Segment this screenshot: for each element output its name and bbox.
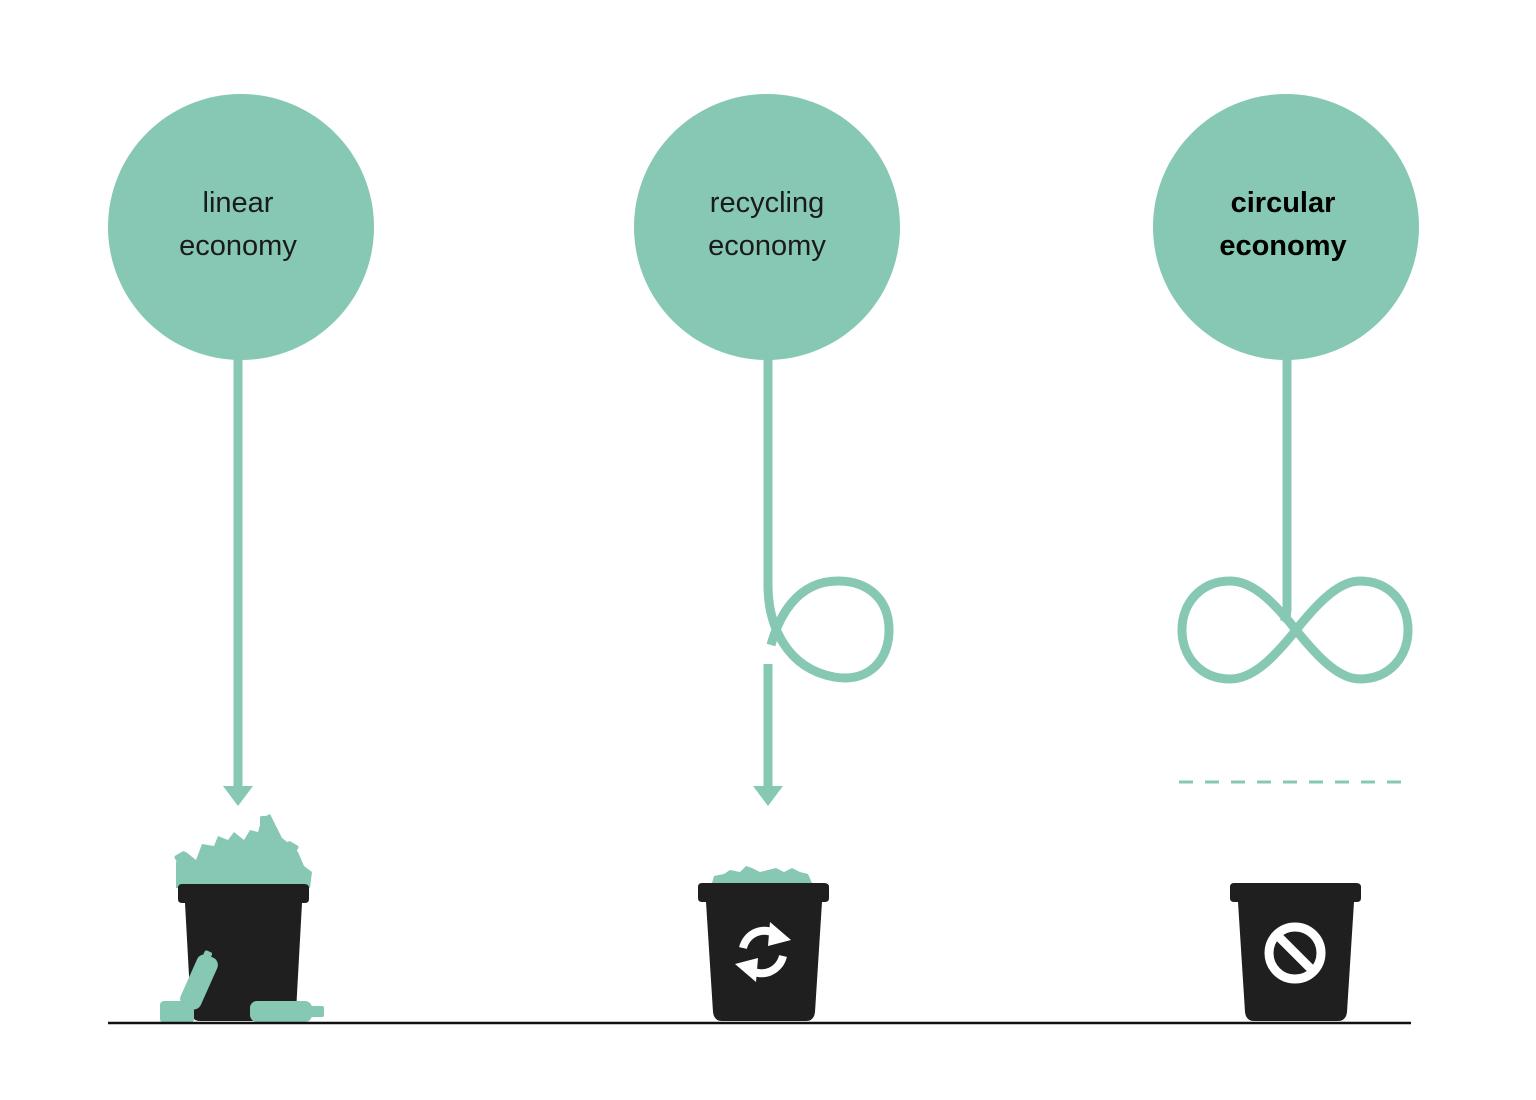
overflowing-bin-body	[178, 884, 309, 1021]
linear-arrow-head-icon	[223, 786, 253, 806]
circular-economy-circle	[1153, 94, 1419, 360]
overflowing-waste-icon	[174, 814, 312, 888]
circular-flow-line	[1279, 358, 1292, 625]
circular-label-line1: circular	[1230, 187, 1336, 219]
linear-economy-label: linear economy	[105, 182, 371, 268]
partial-waste-icon	[712, 866, 812, 883]
recycling-label-line1: recycling	[709, 187, 825, 219]
recycling-arrow-head-icon	[753, 786, 783, 806]
circular-label-line2: economy	[1219, 230, 1347, 262]
recycling-economy-label: recycling economy	[634, 182, 900, 268]
recycle-icon	[735, 922, 791, 982]
prohibited-icon	[1264, 922, 1326, 984]
recycling-economy-circle	[634, 94, 900, 360]
linear-label-line1: linear	[202, 187, 274, 219]
fallen-bottles-icon	[160, 950, 324, 1023]
circular-stage	[1153, 94, 1419, 1021]
recycling-stage	[634, 94, 900, 1021]
recycling-label-line2: economy	[708, 230, 826, 262]
recycling-bin-body	[698, 883, 829, 1021]
linear-economy-circle	[108, 94, 374, 360]
circular-economy-label: circular economy	[1150, 182, 1416, 268]
linear-stage	[108, 94, 374, 1023]
recycling-loop-line	[763, 358, 894, 683]
linear-label-line2: economy	[179, 230, 297, 262]
infinity-loop-icon	[1177, 576, 1413, 684]
